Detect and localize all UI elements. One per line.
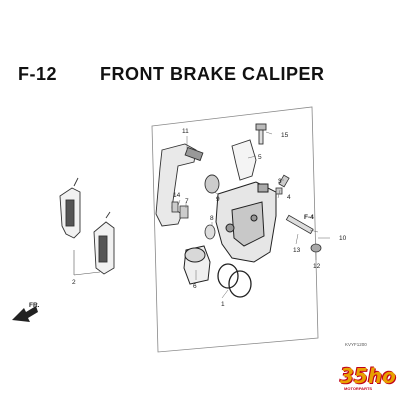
logo-subtext: MOTORPARTS xyxy=(344,386,373,391)
part-label-2: 2 xyxy=(72,279,76,286)
part-label-13: 13 xyxy=(293,247,301,254)
part-label-11: 11 xyxy=(182,128,189,135)
logo-text: 35ho xyxy=(340,364,396,388)
pin-parts xyxy=(171,201,189,219)
part-label-1: 1 xyxy=(221,301,225,308)
shop-logo: 35ho MOTORPARTS xyxy=(336,362,396,396)
reference-label: F-4 xyxy=(304,214,314,221)
brake-pads-part xyxy=(59,177,115,275)
front-arrow-label: FR. xyxy=(29,302,40,309)
caliper-body-part xyxy=(215,181,277,263)
leader-lines xyxy=(177,131,319,299)
part-label-5: 5 xyxy=(258,154,262,161)
page-title: FRONT BRAKE CALIPER xyxy=(100,64,325,84)
small-boot-part xyxy=(204,224,216,240)
part-label-8: 8 xyxy=(210,215,214,222)
front-arrow-icon xyxy=(12,306,38,322)
part-label-15: 15 xyxy=(281,132,289,139)
piston-seals-part xyxy=(217,263,252,298)
section-code: F-12 xyxy=(18,64,58,84)
boot-part xyxy=(204,174,220,194)
part-label-3: 3 xyxy=(278,178,282,185)
pad-spring-part xyxy=(231,139,257,181)
bleeder-screw-part xyxy=(275,174,290,195)
part-label-7: 7 xyxy=(185,198,189,205)
part-label-4: 4 xyxy=(287,194,291,201)
caliper-bracket-part xyxy=(155,143,204,227)
pin-bolt-part xyxy=(285,214,314,235)
part-label-9: 9 xyxy=(216,196,220,203)
bleeder-cap-part xyxy=(310,243,322,253)
part-label-6: 6 xyxy=(193,283,197,290)
part-label-12: 12 xyxy=(313,263,321,270)
bolt-part xyxy=(255,123,267,145)
part-label-10: 10 xyxy=(339,235,347,242)
assembly-boundary xyxy=(151,106,319,353)
drawing-code: KVYF1200 xyxy=(345,342,367,347)
part-label-14: 14 xyxy=(173,192,181,199)
piston-part xyxy=(183,245,211,285)
